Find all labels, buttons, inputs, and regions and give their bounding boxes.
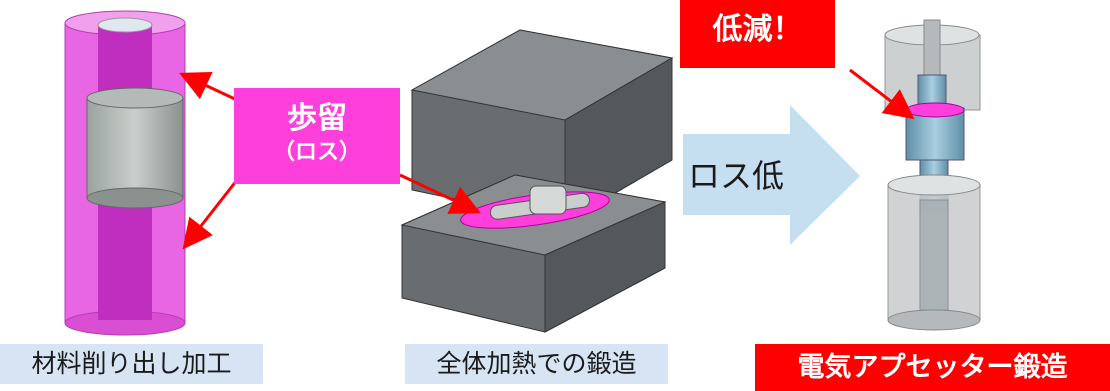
yield-callout: 歩留 （ロス） <box>234 88 400 184</box>
reduction-callout: 低減！ <box>680 0 835 68</box>
arrow-to-bar-bottom <box>182 179 239 250</box>
yield-callout-sub: （ロス） <box>272 140 361 165</box>
machined-bar-model <box>64 10 186 336</box>
reduction-callout-label: 低減！ <box>712 12 803 47</box>
caption-full-heating: 全体加熱での鍛造 <box>405 344 668 384</box>
arrow-to-bar-top <box>179 72 238 102</box>
forging-die-model <box>400 29 674 333</box>
loss-low-label: ロス低 <box>688 157 785 195</box>
caption-machining: 材料削り出し加工 <box>0 344 263 384</box>
arrow-to-flash <box>399 173 481 214</box>
arrow-to-upset <box>849 68 915 120</box>
upsetter-model <box>884 19 981 331</box>
big-arrow-shape <box>683 105 860 245</box>
red-arrows <box>179 68 915 250</box>
caption-upsetter: 電気アプセッター鍛造 <box>755 344 1110 391</box>
yield-callout-title: 歩留 <box>287 101 347 136</box>
